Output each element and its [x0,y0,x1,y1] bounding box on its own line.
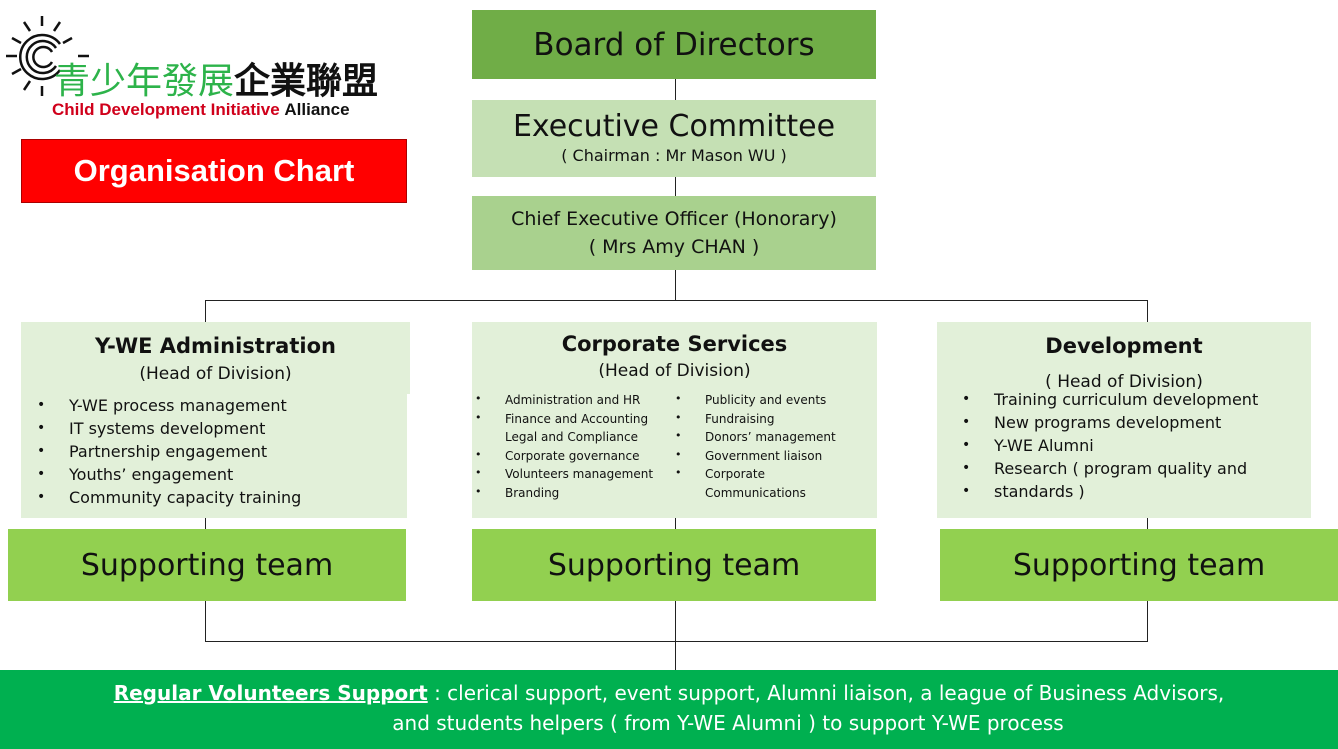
list-item: Youths’ engagement [37,463,301,486]
list-item: Research ( program quality and [962,457,1258,480]
list-item: IT systems development [37,417,301,440]
list-item: Branding [475,483,653,503]
list-item: Corporate governance [475,446,653,466]
executive-committee-title: Executive Committee [512,109,836,144]
connector-horizontal-bottom [205,641,1148,642]
list-item: Partnership engagement [37,440,301,463]
logo: 青少年發展企業聯盟 Child Development Initiative A… [4,12,404,122]
corporate-division-panel: Corporate Services (Head of Division) Ad… [472,322,877,518]
admin-division-head: (Head of Division) [139,364,292,384]
list-item: Legal and Compliance [505,430,639,444]
list-item: Y-WE process management [37,394,301,417]
corporate-list-col2: Publicity and events Fundraising Donors’… [675,390,836,502]
corporate-division-head: (Head of Division) [598,361,751,381]
page-title: Organisation Chart [21,139,407,203]
list-item: Fundraising [675,409,836,429]
connector-horizontal-top [205,300,1148,301]
admin-division-title: Y-WE Administration [95,334,336,358]
executive-committee-chairman: ( Chairman : Mr Mason WU ) [561,146,787,165]
list-item: Finance and Accounting [475,409,653,429]
list-item: Community capacity training [37,486,301,509]
logo-chinese-green: 青少年發展 [54,61,235,102]
regular-volunteers-bar: Regular Volunteers Support : clerical su… [0,670,1338,749]
supporting-team-corporate: Supporting team [472,529,876,601]
corporate-list-col1: Administration and HR Finance and Accoun… [475,390,653,503]
ceo-title: Chief Executive Officer (Honorary) [511,208,837,230]
volunteers-label: Regular Volunteers Support [113,681,428,705]
list-item: Communications [705,485,806,500]
list-item: standards ) [962,480,1258,503]
list-item: Administration and HR [475,390,653,410]
volunteers-text-line2: and students helpers ( from Y-WE Alumni … [392,711,1064,735]
list-item: Training curriculum development [962,388,1258,411]
admin-division-header: Y-WE Administration (Head of Division) [21,322,410,394]
admin-division-panel: Y-WE process management IT systems devel… [21,394,407,518]
executive-committee-box: Executive Committee ( Chairman : Mr Maso… [472,100,876,177]
volunteers-text-line1: : clerical support, event support, Alumn… [427,681,1225,705]
board-of-directors-box: Board of Directors [472,10,876,79]
admin-division-list: Y-WE process management IT systems devel… [37,394,301,509]
supporting-team-development: Supporting team [940,529,1338,601]
list-item: Government liaison [675,446,836,466]
logo-english-black: Alliance [284,100,350,119]
corporate-division-title: Corporate Services [561,332,788,356]
list-item: Donors’ management [675,427,836,447]
list-item: Corporate [675,464,836,484]
ceo-name: ( Mrs Amy CHAN ) [588,236,760,258]
development-division-title: Development [1045,334,1203,358]
list-item: Y-WE Alumni [962,434,1258,457]
supporting-team-admin: Supporting team [8,529,406,601]
development-division-panel: Development ( Head of Division) Training… [937,322,1311,518]
sun-icon [6,16,89,96]
logo-chinese-black: 企業聯盟 [234,61,379,102]
list-item: New programs development [962,411,1258,434]
connector-top-vertical [675,79,676,301]
development-division-list: Training curriculum development New prog… [962,388,1258,503]
ceo-box: Chief Executive Officer (Honorary) ( Mrs… [472,196,876,270]
list-item: Volunteers management [475,464,653,484]
logo-english-red: Child Development Initiative [52,100,280,119]
development-division-head: ( Head of Division) [1045,372,1203,392]
list-item: Publicity and events [675,390,836,410]
